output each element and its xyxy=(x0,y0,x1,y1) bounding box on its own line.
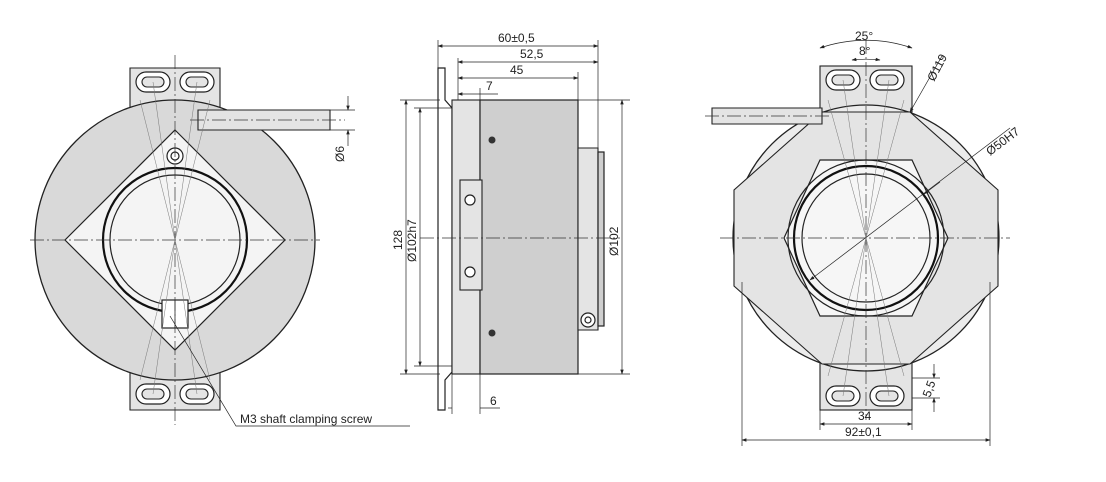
encoder-body xyxy=(479,99,579,375)
dim-bore: Ø50H7 xyxy=(983,124,1022,158)
dim-slot-width: 5,5 xyxy=(920,378,939,399)
dim-diameter-119: Ø119 xyxy=(924,51,950,83)
dim-bottom: 6 xyxy=(490,394,497,408)
dim-diameter-h7: Ø102h7 xyxy=(405,219,419,262)
rear-screw xyxy=(580,312,596,328)
front-view: Ø6 M3 shaft clamping screw xyxy=(30,55,410,427)
dim-angle-inner: 8° xyxy=(859,44,871,58)
dim-diameter-right: Ø102 xyxy=(607,226,621,256)
dim-body-length: 45 xyxy=(510,63,524,77)
slot-rays xyxy=(139,81,211,395)
rear-view: 25° 8° Ø119 Ø50H7 5,5 34 92±0,1 xyxy=(705,29,1022,446)
callout-label: M3 shaft clamping screw xyxy=(240,412,372,426)
dim-angle-outer: 25° xyxy=(855,29,873,43)
rear-cap xyxy=(577,147,599,331)
dim-flange-offset: 7 xyxy=(486,79,493,93)
dim-length-2: 52,5 xyxy=(520,47,544,61)
dim-tab-width: 34 xyxy=(858,409,872,423)
dim-shaft-diameter: Ø6 xyxy=(333,146,347,162)
dim-total-length: 60±0,5 xyxy=(498,31,535,45)
flange xyxy=(437,67,453,411)
clamp-bracket xyxy=(459,179,483,291)
dim-overall-width: 92±0,1 xyxy=(845,425,882,439)
rear-slot-rays xyxy=(827,79,905,397)
side-view: 60±0,5 52,5 45 7 6 128 Ø102h7 Ø102 xyxy=(391,31,630,414)
dim-height: 128 xyxy=(391,230,405,250)
callout-leader xyxy=(169,315,410,427)
